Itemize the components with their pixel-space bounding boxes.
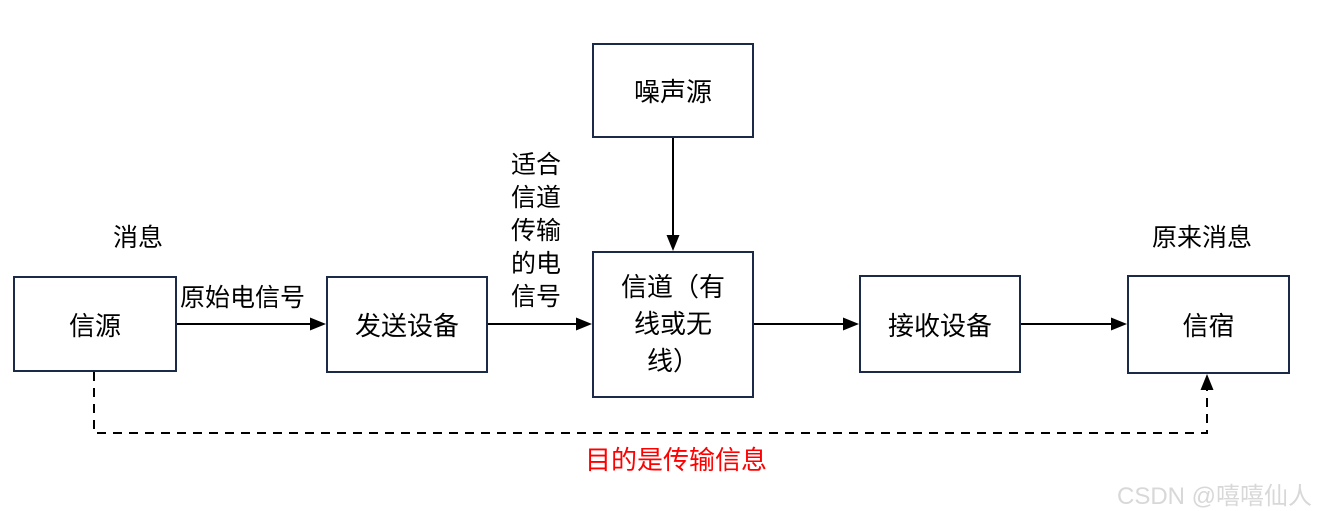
arrow-transmitter-to-channel xyxy=(488,317,592,331)
dashed-arrow-source-to-destination xyxy=(93,372,1214,434)
node-noise-source-label: 噪声源 xyxy=(633,77,712,107)
node-transmitter-label: 发送设备 xyxy=(354,311,459,341)
node-source-label: 信源 xyxy=(68,310,121,341)
node-noise-source: 噪声源 xyxy=(592,43,754,138)
arrow-noise-to-channel xyxy=(666,138,680,251)
edge-label-original-signal: 原始电信号 xyxy=(180,284,306,312)
node-source: 信源 xyxy=(13,276,177,372)
node-receiver: 接收设备 xyxy=(859,275,1021,373)
csdn-watermark: CSDN @嘻嘻仙人 xyxy=(1117,483,1313,510)
node-receiver-label: 接收设备 xyxy=(887,310,992,341)
arrow-receiver-to-destination xyxy=(1021,317,1127,331)
node-destination: 信宿 xyxy=(1127,275,1290,374)
arrow-source-to-transmitter xyxy=(177,317,326,331)
caption-message: 消息 xyxy=(113,224,164,252)
arrow-channel-to-receiver xyxy=(754,317,859,331)
caption-restored-message: 原来消息 xyxy=(1152,224,1253,252)
node-channel-label: 信道（有线或无线） xyxy=(620,272,725,376)
purpose-annotation: 目的是传输信息 xyxy=(585,445,768,475)
node-destination-label: 信宿 xyxy=(1182,311,1235,341)
node-transmitter: 发送设备 xyxy=(326,276,488,373)
node-channel: 信道（有线或无线） xyxy=(592,251,754,398)
edge-label-channel-suitable-signal: 适合信道传输的电信号 xyxy=(511,151,562,311)
